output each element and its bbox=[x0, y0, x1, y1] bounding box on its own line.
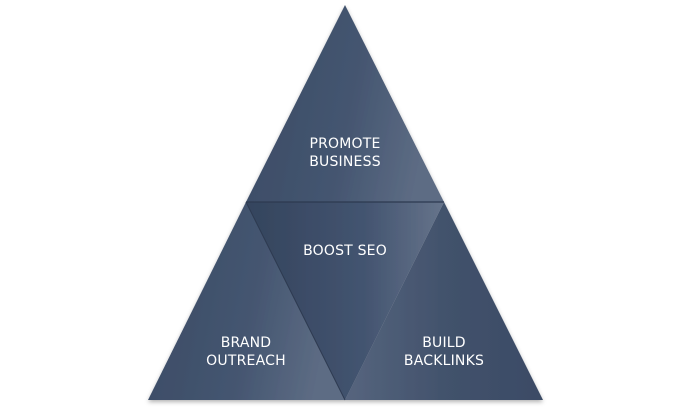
left-label-line1: BRAND bbox=[220, 335, 272, 351]
top-label-line1: PROMOTE bbox=[309, 136, 381, 152]
top-segment bbox=[246, 5, 444, 202]
center-label: BOOST SEO bbox=[303, 242, 387, 260]
right-segment bbox=[345, 202, 543, 400]
left-label: BRAND OUTREACH bbox=[206, 334, 286, 370]
right-label-line1: BUILD bbox=[422, 335, 466, 351]
top-label: PROMOTE BUSINESS bbox=[309, 135, 381, 171]
left-segment bbox=[148, 202, 345, 400]
left-label-line2: OUTREACH bbox=[206, 353, 286, 369]
right-label: BUILD BACKLINKS bbox=[404, 334, 484, 370]
center-label-text: BOOST SEO bbox=[303, 243, 387, 259]
top-label-line2: BUSINESS bbox=[309, 154, 381, 170]
center-segment bbox=[246, 202, 444, 400]
right-label-line2: BACKLINKS bbox=[403, 353, 485, 369]
